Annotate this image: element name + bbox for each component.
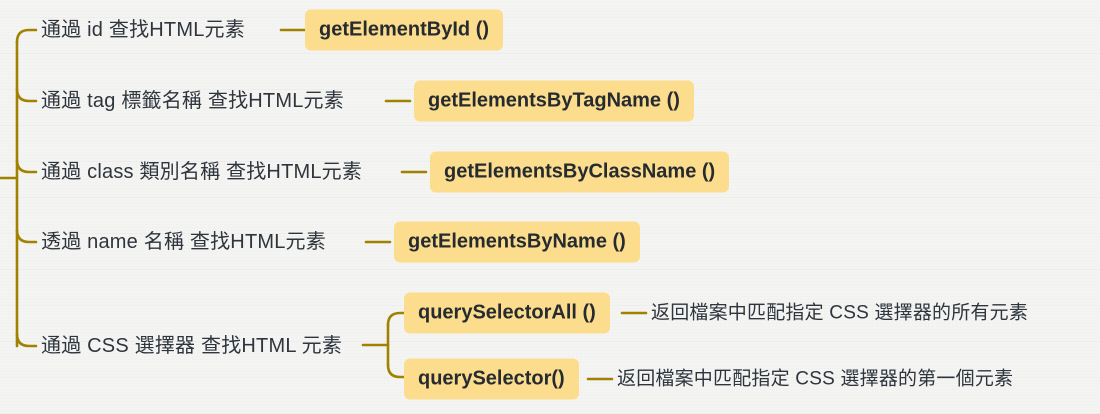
method-badge-getelementsbyclassname[interactable]: getElementsByClassName (): [430, 151, 730, 193]
description-queryselector: 返回檔案中匹配指定 CSS 選擇器的第一個元素: [617, 368, 1014, 390]
branch-elbow-2: [15, 87, 38, 103]
branch-label-id[interactable]: 通過 id 查找HTML元素: [41, 19, 245, 41]
branch-elbow-3: [15, 158, 38, 174]
branch-label-css-selector[interactable]: 通過 CSS 選擇器 查找HTML 元素: [41, 335, 343, 357]
css-sub-elbow-1: [386, 311, 407, 327]
branch-elbow-5: [15, 332, 38, 348]
branch-label-tag[interactable]: 通過 tag 標籤名稱 查找HTML元素: [41, 90, 344, 112]
description-queryselectorall: 返回檔案中匹配指定 CSS 選擇器的所有元素: [651, 302, 1029, 324]
method-badge-queryselectorall[interactable]: querySelectorAll (): [404, 292, 610, 334]
branch-elbow-4: [15, 228, 38, 244]
method-badge-queryselector[interactable]: querySelector(): [404, 358, 579, 400]
branch-label-name[interactable]: 透過 name 名稱 查找HTML元素: [41, 231, 326, 253]
branch-label-class[interactable]: 通過 class 類別名稱 查找HTML元素: [41, 161, 363, 183]
method-badge-getelementbyid[interactable]: getElementById (): [305, 9, 504, 51]
branch-elbow-1: [15, 28, 38, 44]
css-sub-elbow-2: [386, 363, 407, 379]
method-badge-getelementsbyname[interactable]: getElementsByName (): [394, 221, 640, 263]
method-badge-getelementsbytagname[interactable]: getElementsByTagName (): [414, 80, 694, 122]
